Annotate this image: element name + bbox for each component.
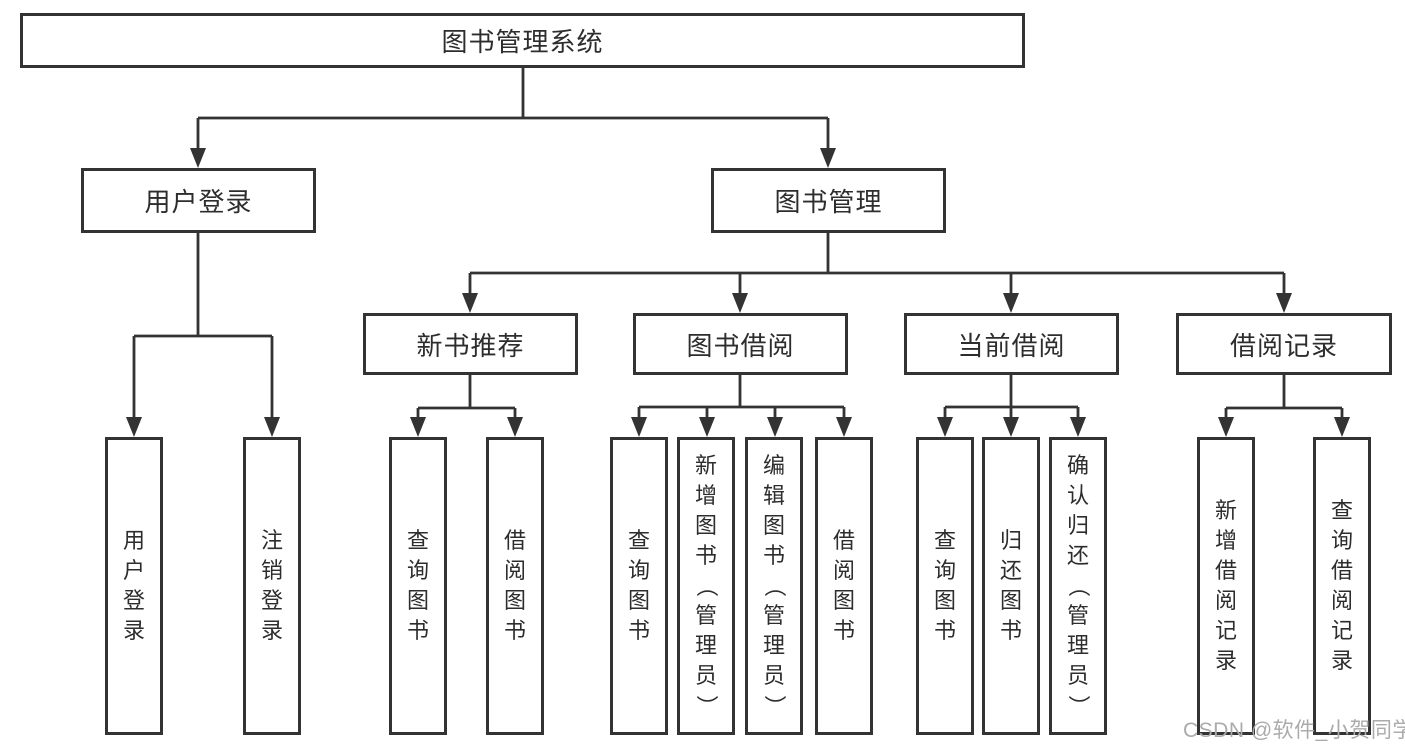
leaf-add-borrow-record: 新增借阅记录: [1197, 437, 1255, 735]
connector-lines: [132, 68, 1344, 419]
leaf-borrow-books-1: 借阅图书: [486, 437, 544, 735]
leaf-query-borrow-record: 查询借阅记录: [1313, 437, 1371, 735]
leaf-label: 查询借阅记录: [1330, 498, 1353, 673]
leaf-label: 新增借阅记录: [1214, 498, 1237, 673]
leaf-label: 注销登录: [260, 528, 283, 643]
node-user-login: 用户登录: [81, 168, 316, 233]
leaf-query-books-2: 查询图书: [610, 437, 668, 735]
node-current-borrowing: 当前借阅: [904, 313, 1119, 375]
node-library-system-root: 图书管理系统: [20, 13, 1025, 68]
node-borrow-records: 借阅记录: [1176, 313, 1392, 375]
csdn-watermark: CSDN @软件_小贺同学: [1183, 719, 1405, 742]
leaf-return-book: 归还图书: [982, 437, 1040, 735]
leaf-label: 查询图书: [933, 528, 956, 643]
leaf-label: 查询图书: [406, 528, 429, 643]
leaf-label: 用户登录: [122, 528, 145, 643]
leaf-label: 新增图书（管理员）: [693, 453, 719, 718]
node-new-book-recommend: 新书推荐: [363, 313, 578, 375]
leaf-label: 借阅图书: [503, 528, 526, 643]
leaf-label: 编辑图书（管理员）: [761, 453, 787, 718]
leaf-confirm-return-admin: 确认归还（管理员）: [1049, 437, 1107, 735]
node-book-borrowing: 图书借阅: [633, 313, 848, 375]
leaf-label: 确认归还（管理员）: [1065, 453, 1091, 718]
leaf-query-books-3: 查询图书: [916, 437, 974, 735]
leaf-query-books-1: 查询图书: [389, 437, 447, 735]
leaf-borrow-books-2: 借阅图书: [815, 437, 873, 735]
leaf-label: 借阅图书: [832, 528, 855, 643]
node-book-management: 图书管理: [711, 168, 946, 233]
leaf-logout: 注销登录: [243, 437, 301, 735]
leaf-label: 归还图书: [999, 528, 1022, 643]
leaf-edit-book-admin: 编辑图书（管理员）: [745, 437, 803, 735]
leaf-label: 查询图书: [627, 528, 650, 643]
leaf-user-login: 用户登录: [105, 437, 163, 735]
leaf-add-book-admin: 新增图书（管理员）: [677, 437, 735, 735]
